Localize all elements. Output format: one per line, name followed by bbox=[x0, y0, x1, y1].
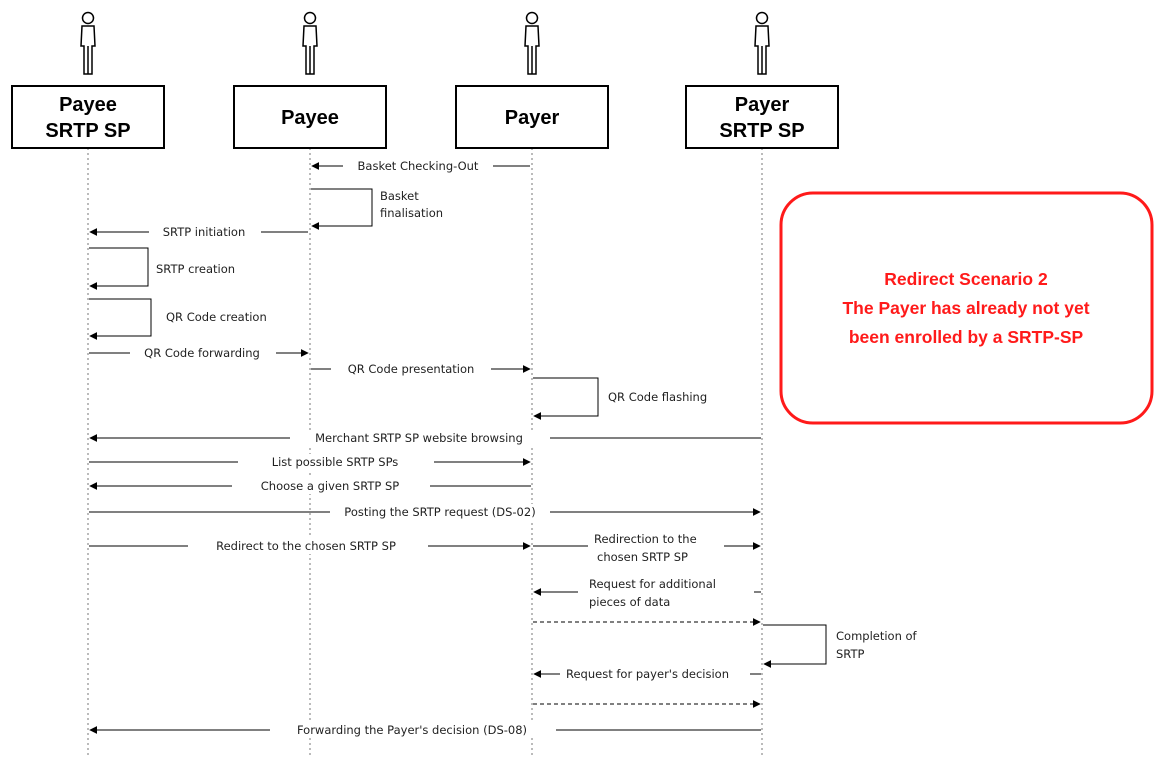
message-label: chosen SRTP SP bbox=[597, 550, 688, 564]
actor-name: Payer bbox=[505, 107, 560, 129]
message-label: SRTP bbox=[836, 647, 864, 661]
scenario-callout: Redirect Scenario 2 The Payer has alread… bbox=[779, 191, 1154, 425]
message-arrow bbox=[533, 377, 599, 420]
message-label: Choose a given SRTP SP bbox=[261, 479, 400, 493]
actor-name: SRTP SP bbox=[719, 120, 804, 142]
message-label: Merchant SRTP SP website browsing bbox=[315, 431, 523, 445]
message-label: QR Code presentation bbox=[348, 362, 475, 376]
actor-name: Payee bbox=[59, 94, 117, 116]
message-label: Basket bbox=[380, 189, 419, 203]
actor-name: Payer bbox=[735, 94, 790, 116]
actor-figure-icon bbox=[80, 11, 96, 75]
actor-name: SRTP SP bbox=[45, 120, 130, 142]
message-label: Basket Checking-Out bbox=[358, 159, 479, 173]
message-label: QR Code flashing bbox=[608, 390, 707, 404]
message-label: Redirection to the bbox=[594, 532, 697, 546]
message-label: Forwarding the Payer's decision (DS-08) bbox=[297, 723, 527, 737]
actor-box: Payer SRTP SP bbox=[685, 85, 839, 149]
message-arrow bbox=[89, 298, 152, 340]
message-label: pieces of data bbox=[589, 595, 670, 609]
message-label: finalisation bbox=[380, 206, 443, 220]
message-label: Posting the SRTP request (DS-02) bbox=[344, 505, 535, 519]
message-label: QR Code creation bbox=[166, 310, 267, 324]
message-arrow bbox=[89, 247, 149, 290]
message-label: SRTP creation bbox=[156, 262, 235, 276]
actor-figure-icon bbox=[302, 11, 318, 75]
actor-name: Payee bbox=[281, 107, 339, 129]
callout-line: been enrolled by a SRTP-SP bbox=[849, 327, 1084, 347]
message-arrow bbox=[311, 188, 373, 230]
message-label: Redirect to the chosen SRTP SP bbox=[216, 539, 396, 553]
message-label: List possible SRTP SPs bbox=[272, 455, 399, 469]
actor-box: Payee SRTP SP bbox=[11, 85, 165, 149]
message-label: Request for additional bbox=[589, 577, 716, 591]
actor-box: Payee bbox=[233, 85, 387, 149]
actor-box: Payer bbox=[455, 85, 609, 149]
message-label: Completion of bbox=[836, 629, 918, 643]
message-arrow bbox=[763, 624, 827, 668]
message-label: Request for payer's decision bbox=[566, 667, 729, 681]
callout-line: The Payer has already not yet bbox=[842, 298, 1089, 318]
message-label: SRTP initiation bbox=[163, 225, 246, 239]
message-label: QR Code forwarding bbox=[144, 346, 260, 360]
callout-line: Redirect Scenario 2 bbox=[884, 269, 1048, 289]
actor-figure-icon bbox=[524, 11, 540, 75]
actor-figure-icon bbox=[754, 11, 770, 75]
